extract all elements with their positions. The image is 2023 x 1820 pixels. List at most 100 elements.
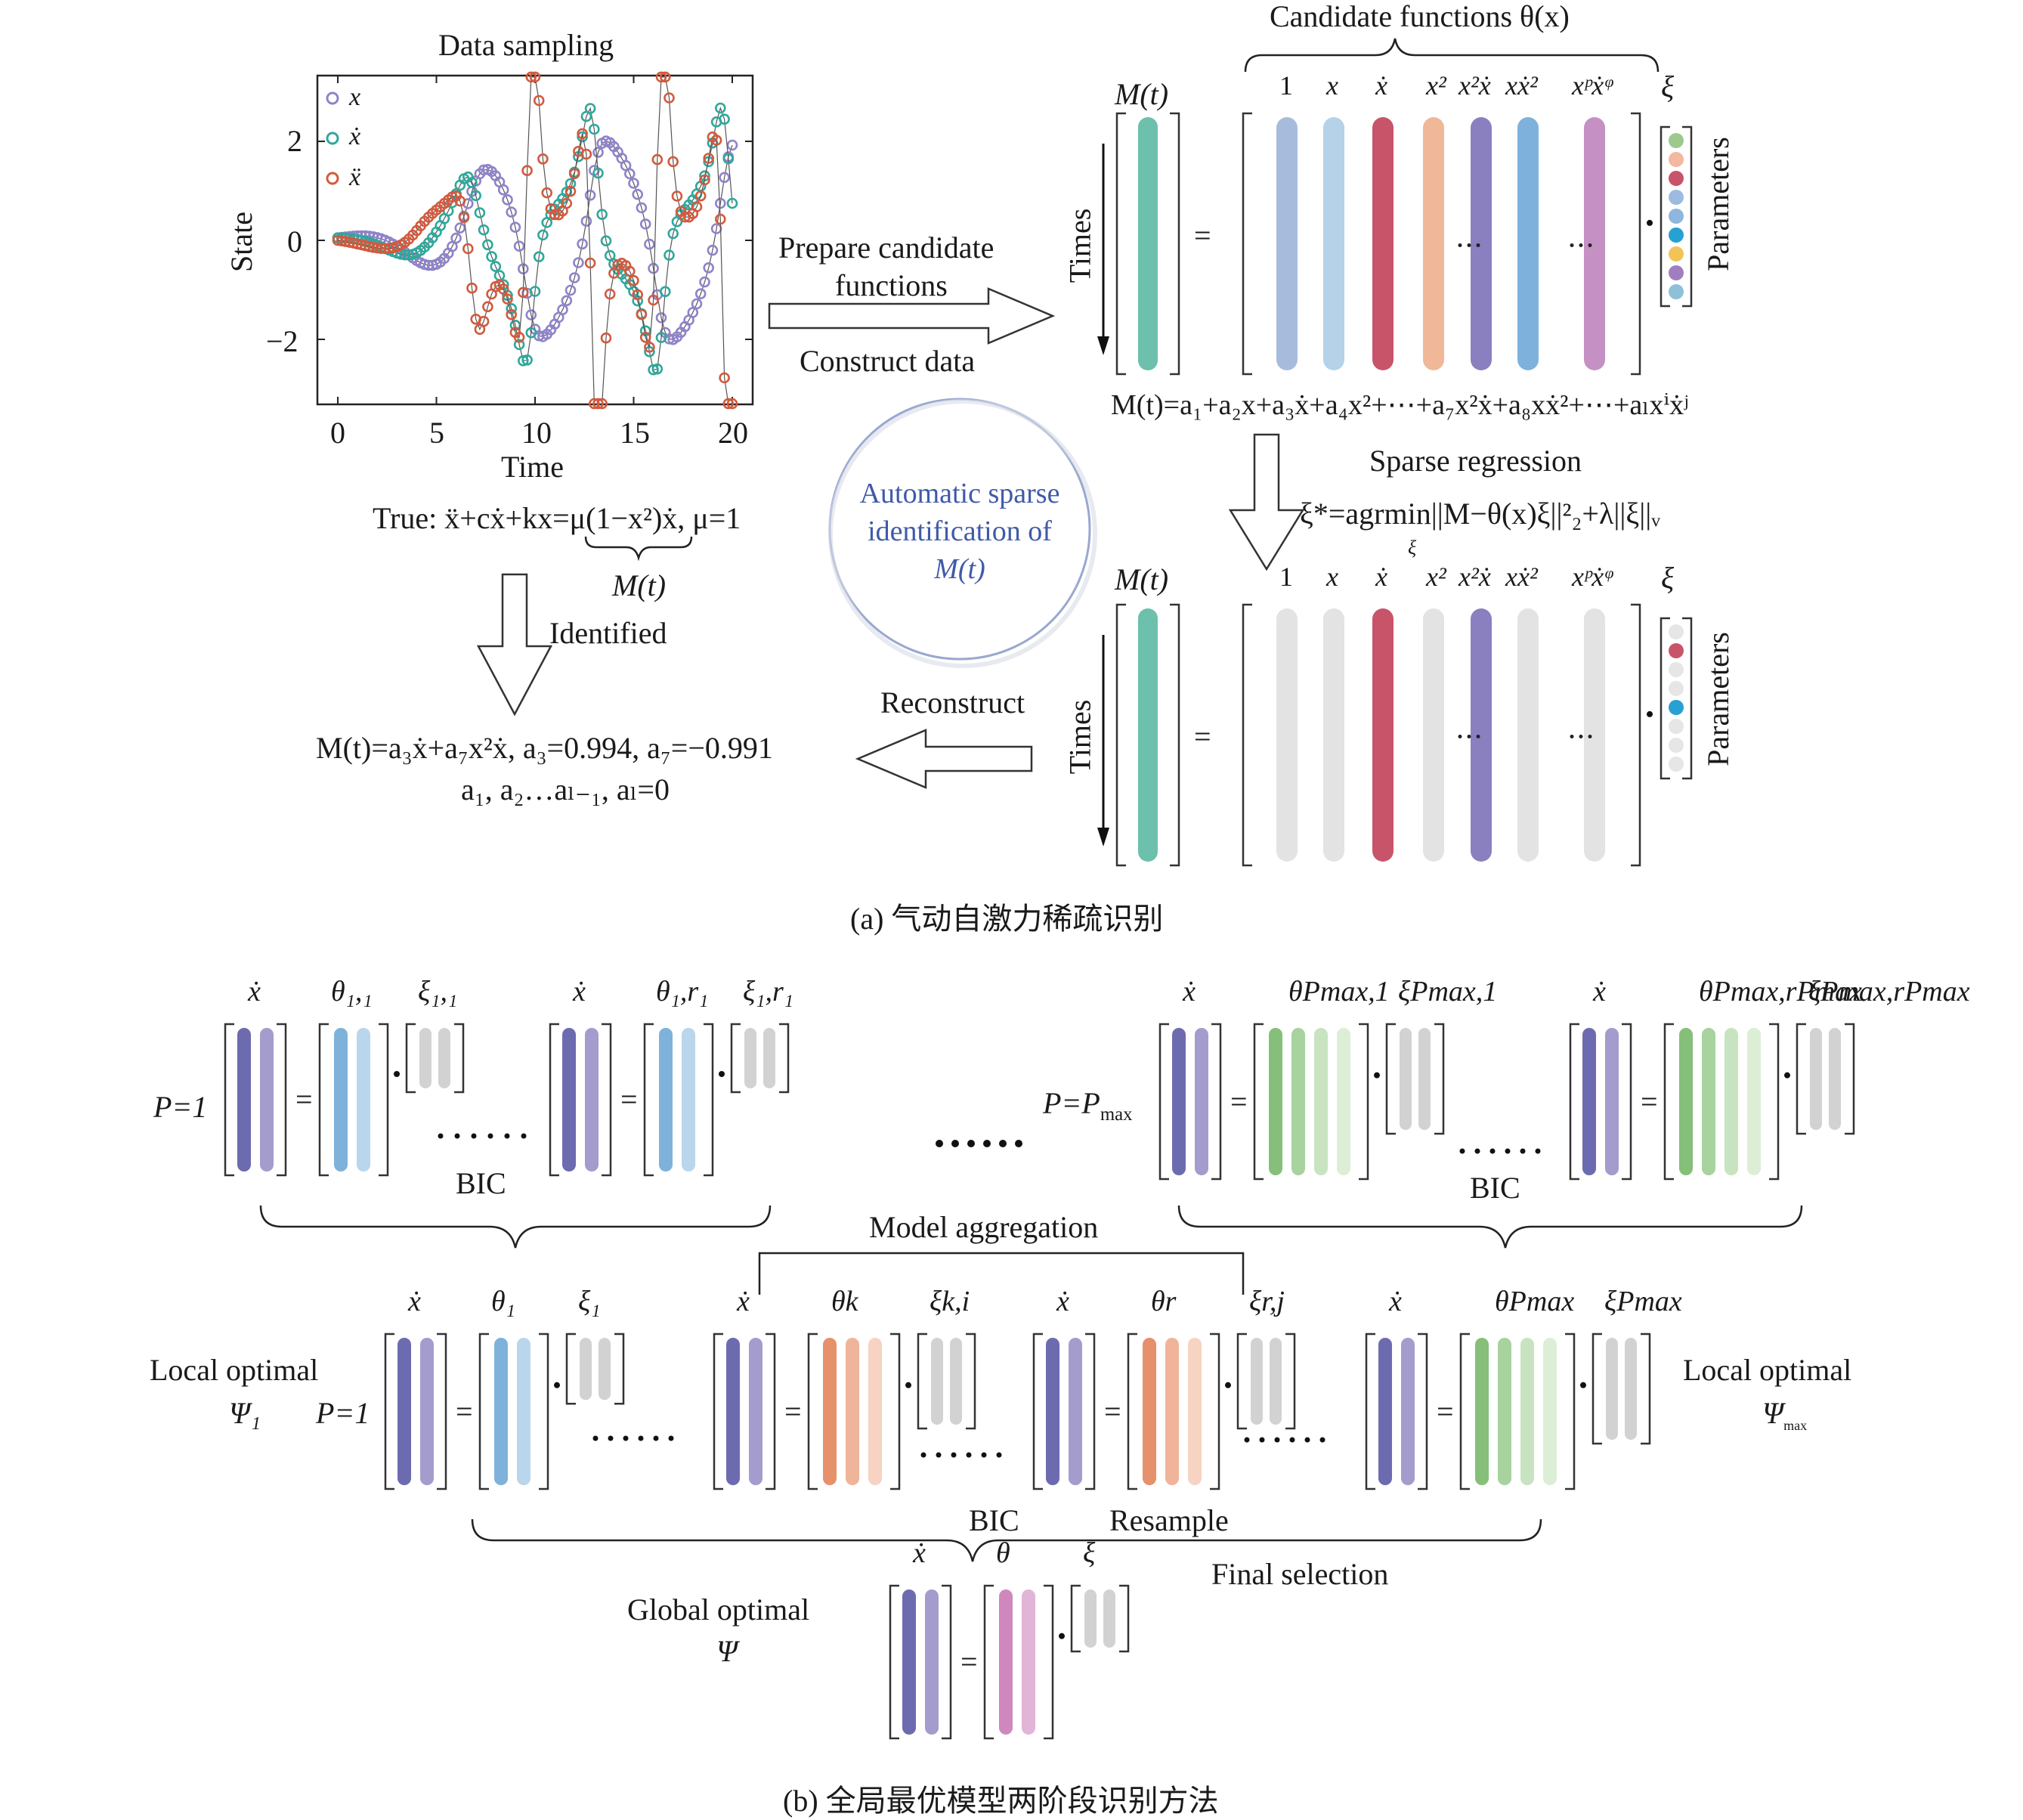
g-pmax-last-theta-col-0	[1679, 1028, 1693, 1175]
g-pmax-first-xi-left-bracket	[1385, 1023, 1396, 1135]
series-point-xddot	[454, 195, 466, 207]
g-local-r-theta-label: θr	[1151, 1286, 1177, 1317]
series-point-xddot	[726, 398, 738, 410]
column-label-1: x	[1326, 70, 1338, 101]
series-point-xddot	[458, 212, 470, 224]
dots-middle	[936, 1140, 943, 1147]
series-point-xddot	[710, 135, 722, 146]
dots-pmax	[1505, 1148, 1511, 1154]
ellipsis-dot	[1458, 243, 1462, 247]
series-point-xdot	[651, 363, 664, 375]
g-local-k-xi-label: ξk,i	[930, 1286, 970, 1317]
series-point-x	[561, 295, 573, 307]
brace-mt	[584, 536, 693, 562]
series-point-x	[687, 307, 699, 318]
series-point-xddot	[577, 128, 588, 140]
g-p1-first-mult-dot	[394, 1071, 400, 1077]
g-p1-first-equals: =	[295, 1082, 313, 1116]
g-local-pmax-theta-col-1	[1498, 1338, 1511, 1485]
pmax-label: P=Pmax	[1043, 1088, 1133, 1125]
pmax-main: P=P	[1043, 1086, 1100, 1120]
param-circle-5	[1669, 228, 1684, 243]
g-local-1-theta-col-1	[517, 1338, 530, 1485]
ellipsis-dot	[1467, 243, 1471, 247]
series-point-xdot	[399, 249, 411, 261]
g-pmax-last-xi-left-bracket	[1796, 1023, 1806, 1135]
series-point-xdot	[474, 207, 486, 218]
column-label-6: xᵖẋᵠ	[1572, 562, 1613, 592]
g-local-1-xi-col-0	[580, 1338, 592, 1401]
g-local-pmax-xi-right-bracket	[1641, 1332, 1651, 1445]
g-local-pmax-xi-left-bracket	[1591, 1332, 1602, 1445]
ellipsis-dot	[1467, 735, 1471, 738]
g-pmax-first-theta-col-0	[1269, 1028, 1282, 1175]
g-local-k-xi-right-bracket	[966, 1332, 976, 1430]
plot-title: Data sampling	[438, 28, 614, 62]
g-local-1-theta-label: θ₁	[491, 1286, 515, 1317]
dots-local-1	[638, 1435, 644, 1441]
mt-bottom-label: M(t)	[1115, 562, 1169, 596]
series-point-x	[506, 206, 518, 218]
plot-ytick-2: −2	[266, 324, 299, 358]
g-global-xdot-col-0	[902, 1589, 916, 1735]
series-point-x	[557, 304, 568, 316]
model-aggregation-label: Model aggregation	[869, 1210, 1099, 1244]
dots-pmax	[1459, 1148, 1465, 1154]
g-local-r-xdot-right-bracket	[1085, 1332, 1096, 1490]
g-local-r-xi-col-1	[1270, 1338, 1282, 1425]
g-local-pmax-theta-label: θPmax	[1495, 1286, 1575, 1317]
g-global-theta-col-1	[1022, 1589, 1035, 1735]
reconstruct-label: Reconstruct	[880, 686, 1025, 720]
series-point-x	[568, 272, 580, 283]
dots-local-1	[668, 1435, 674, 1441]
series-point-x	[565, 284, 577, 296]
dots-pmax	[1520, 1148, 1526, 1154]
param-circle-0	[1669, 133, 1684, 148]
series-point-x	[450, 232, 462, 244]
g-p1-last-xi-col-0	[744, 1028, 756, 1088]
g-local-pmax-theta-right-bracket	[1565, 1332, 1576, 1490]
series-point-xddot	[513, 331, 525, 343]
g-p1-first-xi-left-bracket	[405, 1023, 416, 1094]
dots-p1	[504, 1133, 510, 1139]
g-global-xdot-right-bracket	[942, 1584, 952, 1740]
ellipsis-dot	[1458, 735, 1462, 738]
dots-p1	[487, 1133, 493, 1139]
caption-b: (b) 全局最优模型两阶段识别方法	[783, 1784, 1219, 1818]
column-label-2: ẋ	[1375, 562, 1387, 592]
series-point-xdot	[470, 190, 482, 202]
theta-matrix-left-bracket	[1242, 112, 1252, 376]
g-local-1-xi-label: ξ₁	[578, 1286, 601, 1317]
g-local-r-theta-col-0	[1143, 1338, 1156, 1485]
psi1-label: Ψ₁	[229, 1396, 261, 1430]
mt-under-brace: M(t)	[612, 568, 667, 602]
g-p1-first-xdot-label: ẋ	[248, 976, 261, 1008]
param-vector-right-bracket	[1682, 125, 1693, 308]
series-point-xddot	[604, 288, 616, 300]
g-local-1-theta-left-bracket	[478, 1332, 489, 1490]
psi-global-label: Ψ	[716, 1634, 738, 1668]
series-point-xdot	[592, 167, 604, 179]
param-circle-7	[1669, 265, 1684, 280]
theta-column-1	[1323, 608, 1344, 862]
legend-label-xddot: ẍ	[349, 163, 361, 191]
series-point-x	[694, 288, 707, 300]
plot-xtick-3: 15	[620, 416, 650, 450]
prepare-label-2: functions	[835, 268, 948, 302]
g-local-r-xdot-label: ẋ	[1056, 1286, 1069, 1317]
g-local-1-xdot-right-bracket	[437, 1332, 447, 1490]
psi-pmax-main: Ψ	[1762, 1396, 1784, 1430]
dots-local-3	[1274, 1437, 1280, 1443]
column-label-0: 1	[1279, 562, 1293, 592]
g-local-pmax-xi-col-1	[1625, 1338, 1637, 1440]
theta-column-4	[1471, 117, 1492, 370]
g-local-pmax-theta-col-0	[1475, 1338, 1489, 1485]
g-pmax-first-xdot-right-bracket	[1211, 1023, 1222, 1181]
g-local-1-theta-col-0	[494, 1338, 508, 1485]
g-pmax-last-xdot-label: ẋ	[1593, 976, 1606, 1008]
g-pmax-first-theta-left-bracket	[1253, 1023, 1264, 1181]
g-local-r-equals: =	[1104, 1394, 1121, 1428]
series-point-xddot	[584, 257, 596, 269]
theta-column-5	[1517, 117, 1539, 370]
series-point-x	[623, 168, 636, 180]
